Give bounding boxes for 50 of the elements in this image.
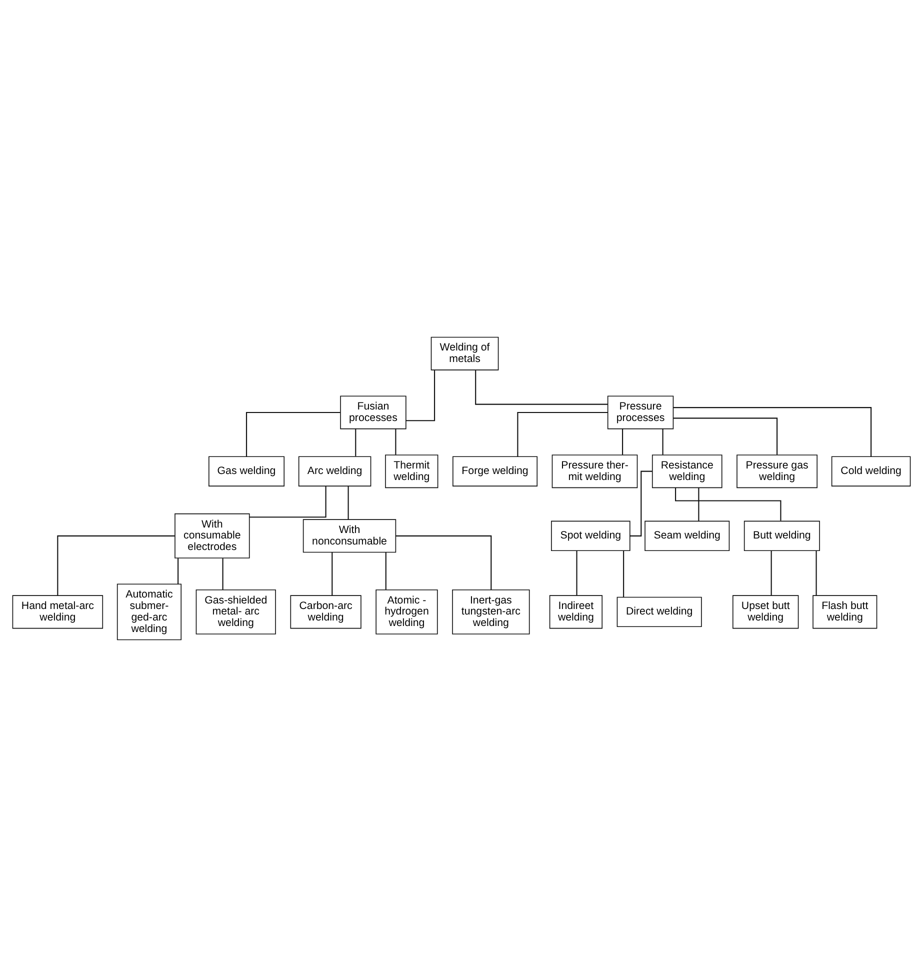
connector [517,411,608,456]
connector [673,417,778,454]
connector [355,428,356,456]
node-box: Pressure ther- mit welding [552,454,638,488]
connector [623,550,624,597]
node-box: Carbon-arc welding [290,594,362,628]
connector [57,534,175,595]
connector [698,487,700,521]
node-box: Upset butt welding [732,594,799,628]
node-box: Gas-shielded metal- arc welding [196,588,276,634]
connector [178,558,179,584]
node-box: Forge welding [452,456,538,486]
node-box: With nonconsumable [302,518,396,552]
connector [576,550,578,595]
node-box: Fusian processes [340,395,406,429]
node-box: Arc welding [298,456,372,486]
connector [348,486,349,519]
node-box: Inert-gas tungsten-arc welding [452,588,530,634]
node-box: Pressure gas welding [736,454,818,488]
node-box: Thermit welding [385,454,438,488]
connector [246,411,340,456]
connector [222,558,224,590]
connector [249,486,326,518]
connector [332,552,333,595]
connector [406,370,436,421]
connector [395,428,396,454]
node-box: Butt welding [744,520,820,551]
node-box: Atomic - hydrogen welding [376,588,438,634]
node-box: Resistance welding [652,454,722,488]
node-box: Gas welding [208,456,285,486]
connector [385,552,386,590]
node-box: Automatic submer- ged-arc welding [116,583,182,640]
node-box: Welding of metals [430,336,499,370]
node-box: Spot welding [551,520,630,551]
connector [673,406,872,456]
connector [662,428,664,454]
node-box: Seam welding [644,520,730,551]
connector [630,470,652,536]
node-box: Indireet welding [549,594,603,628]
connector [770,550,772,595]
node-box: Flash butt welding [812,594,878,628]
node-box: Hand metal-arc welding [12,594,104,628]
connector [816,550,817,595]
node-box: Pressure processes [607,395,674,429]
connector [396,534,492,590]
connector [622,428,624,454]
node-box: With consumable electrodes [174,512,250,558]
connector [475,370,608,404]
node-box: Cold welding [831,456,911,486]
node-box: Direct welding [616,596,702,627]
